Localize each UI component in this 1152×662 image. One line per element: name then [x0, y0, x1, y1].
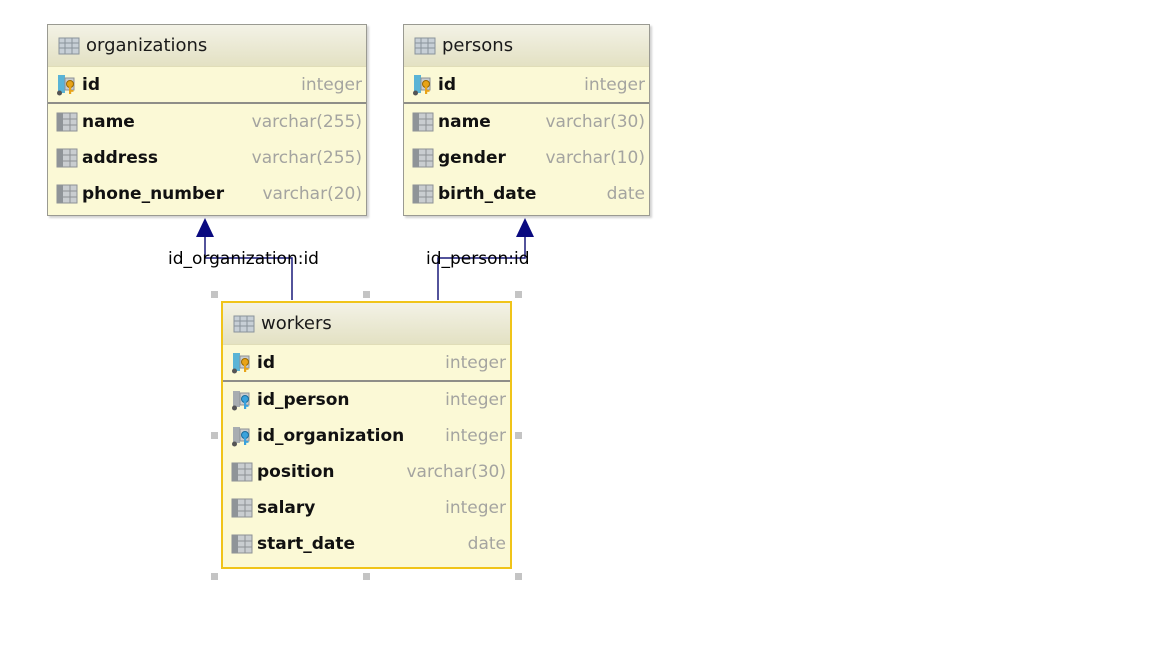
primary-key-icon [412, 74, 434, 96]
column-icon [412, 183, 434, 205]
column-icon [412, 111, 434, 133]
arrow-head-person [516, 218, 534, 237]
column-icon [412, 147, 434, 169]
resize-handle-top-right[interactable] [515, 291, 522, 298]
column-name: id [82, 74, 100, 95]
column-name: address [82, 148, 158, 168]
primary-key-icon [56, 74, 78, 96]
column-type: integer [445, 426, 506, 446]
column-row[interactable]: phone_number varchar(20) [48, 176, 366, 212]
column-row[interactable]: name varchar(255) [48, 104, 366, 140]
column-row[interactable]: salary integer [223, 490, 510, 526]
primary-key-icon [231, 352, 253, 374]
column-name: name [438, 112, 491, 132]
column-row[interactable]: id integer [404, 67, 649, 104]
table-title: workers [261, 313, 332, 334]
column-icon [56, 147, 78, 169]
column-icon [231, 461, 253, 483]
table-header[interactable]: persons [404, 25, 649, 67]
column-name: position [257, 462, 335, 482]
foreign-key-icon [231, 389, 253, 411]
column-name: phone_number [82, 184, 225, 204]
resize-handle-top-left[interactable] [211, 291, 218, 298]
resize-handle-left[interactable] [211, 432, 218, 439]
column-row[interactable]: birth_date date [404, 176, 649, 212]
relation-label-organization: id_organization:id [168, 249, 319, 269]
table-persons[interactable]: persons id integer name varchar(30) gender va… [403, 24, 650, 216]
table-icon [414, 35, 436, 57]
column-row[interactable]: gender varchar(10) [404, 140, 649, 176]
column-type: integer [445, 352, 506, 373]
resize-handle-top[interactable] [363, 291, 370, 298]
table-icon [58, 35, 80, 57]
column-type: varchar(255) [251, 148, 362, 168]
column-icon [56, 183, 78, 205]
relation-line-organization [204, 237, 293, 300]
table-header[interactable]: workers [223, 303, 510, 345]
column-row[interactable]: start_date date [223, 526, 510, 562]
table-header[interactable]: organizations [48, 25, 366, 67]
column-name: id [257, 352, 275, 373]
column-type: varchar(20) [262, 184, 362, 204]
arrow-head-organization [196, 218, 214, 237]
column-type: varchar(30) [545, 112, 645, 132]
resize-handle-bottom[interactable] [363, 573, 370, 580]
column-list: id integer name varchar(30) gender varchar(10… [404, 67, 649, 212]
column-name: salary [257, 498, 316, 518]
column-type: varchar(10) [545, 148, 645, 168]
column-row[interactable]: id integer [223, 345, 510, 382]
column-icon [231, 533, 253, 555]
table-title: organizations [86, 35, 208, 56]
column-type: varchar(255) [251, 112, 362, 132]
column-row[interactable]: position varchar(30) [223, 454, 510, 490]
table-icon [233, 313, 255, 335]
column-row[interactable]: id_organization integer [223, 418, 510, 454]
relation-line-person [437, 237, 526, 300]
column-name: id_person [257, 390, 350, 410]
foreign-key-icon [231, 425, 253, 447]
column-row[interactable]: id_person integer [223, 382, 510, 418]
column-type: integer [584, 74, 645, 95]
column-icon [56, 111, 78, 133]
resize-handle-bottom-right[interactable] [515, 573, 522, 580]
column-type: varchar(30) [406, 462, 506, 482]
column-type: integer [445, 498, 506, 518]
column-name: id [438, 74, 456, 95]
column-row[interactable]: id integer [48, 67, 366, 104]
column-type: integer [445, 390, 506, 410]
column-type: integer [301, 74, 362, 95]
column-name: id_organization [257, 426, 405, 446]
column-row[interactable]: name varchar(30) [404, 104, 649, 140]
resize-handle-bottom-left[interactable] [211, 573, 218, 580]
resize-handle-right[interactable] [515, 432, 522, 439]
relation-label-person: id_person:id [426, 249, 530, 269]
column-name: gender [438, 148, 506, 168]
column-name: start_date [257, 534, 356, 554]
column-type: date [606, 184, 645, 204]
column-type: date [467, 534, 506, 554]
column-row[interactable]: address varchar(255) [48, 140, 366, 176]
column-name: name [82, 112, 135, 132]
column-name: birth_date [438, 184, 537, 204]
table-title: persons [442, 35, 514, 56]
column-icon [231, 497, 253, 519]
column-list: id integer name varchar(255) address varchar(… [48, 67, 366, 212]
